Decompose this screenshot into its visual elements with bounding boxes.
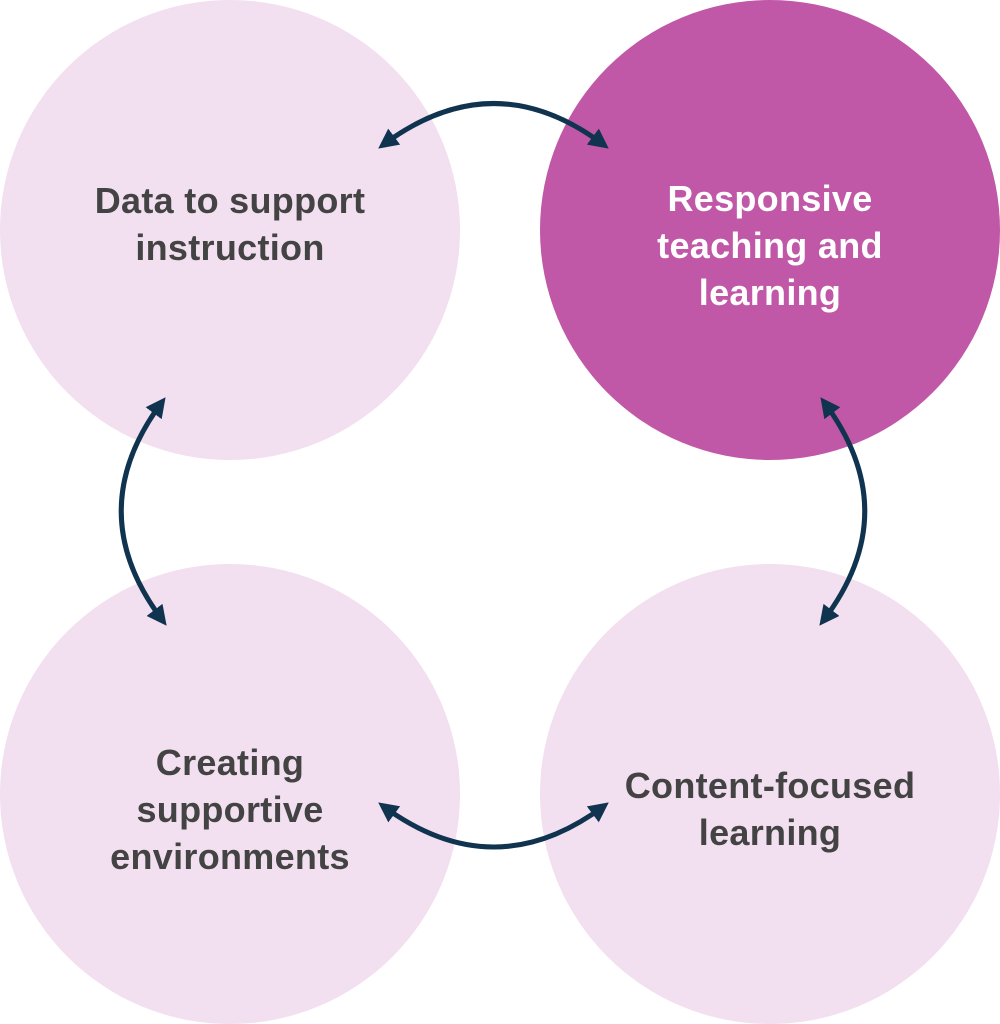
- node-label: Data to support instruction: [94, 180, 366, 268]
- node-label: Content-focused learning: [624, 765, 916, 853]
- node-label: Responsive teaching and learning: [657, 177, 883, 313]
- node-label: Creating supportive environments: [110, 741, 350, 877]
- node-creating-supportive-environments: Creating supportive environments: [0, 564, 460, 1024]
- node-responsive-teaching-and-learning: Responsive teaching and learning: [540, 0, 1000, 460]
- node-data-to-support-instruction: Data to support instruction: [0, 0, 460, 460]
- node-content-focused-learning: Content-focused learning: [540, 564, 1000, 1024]
